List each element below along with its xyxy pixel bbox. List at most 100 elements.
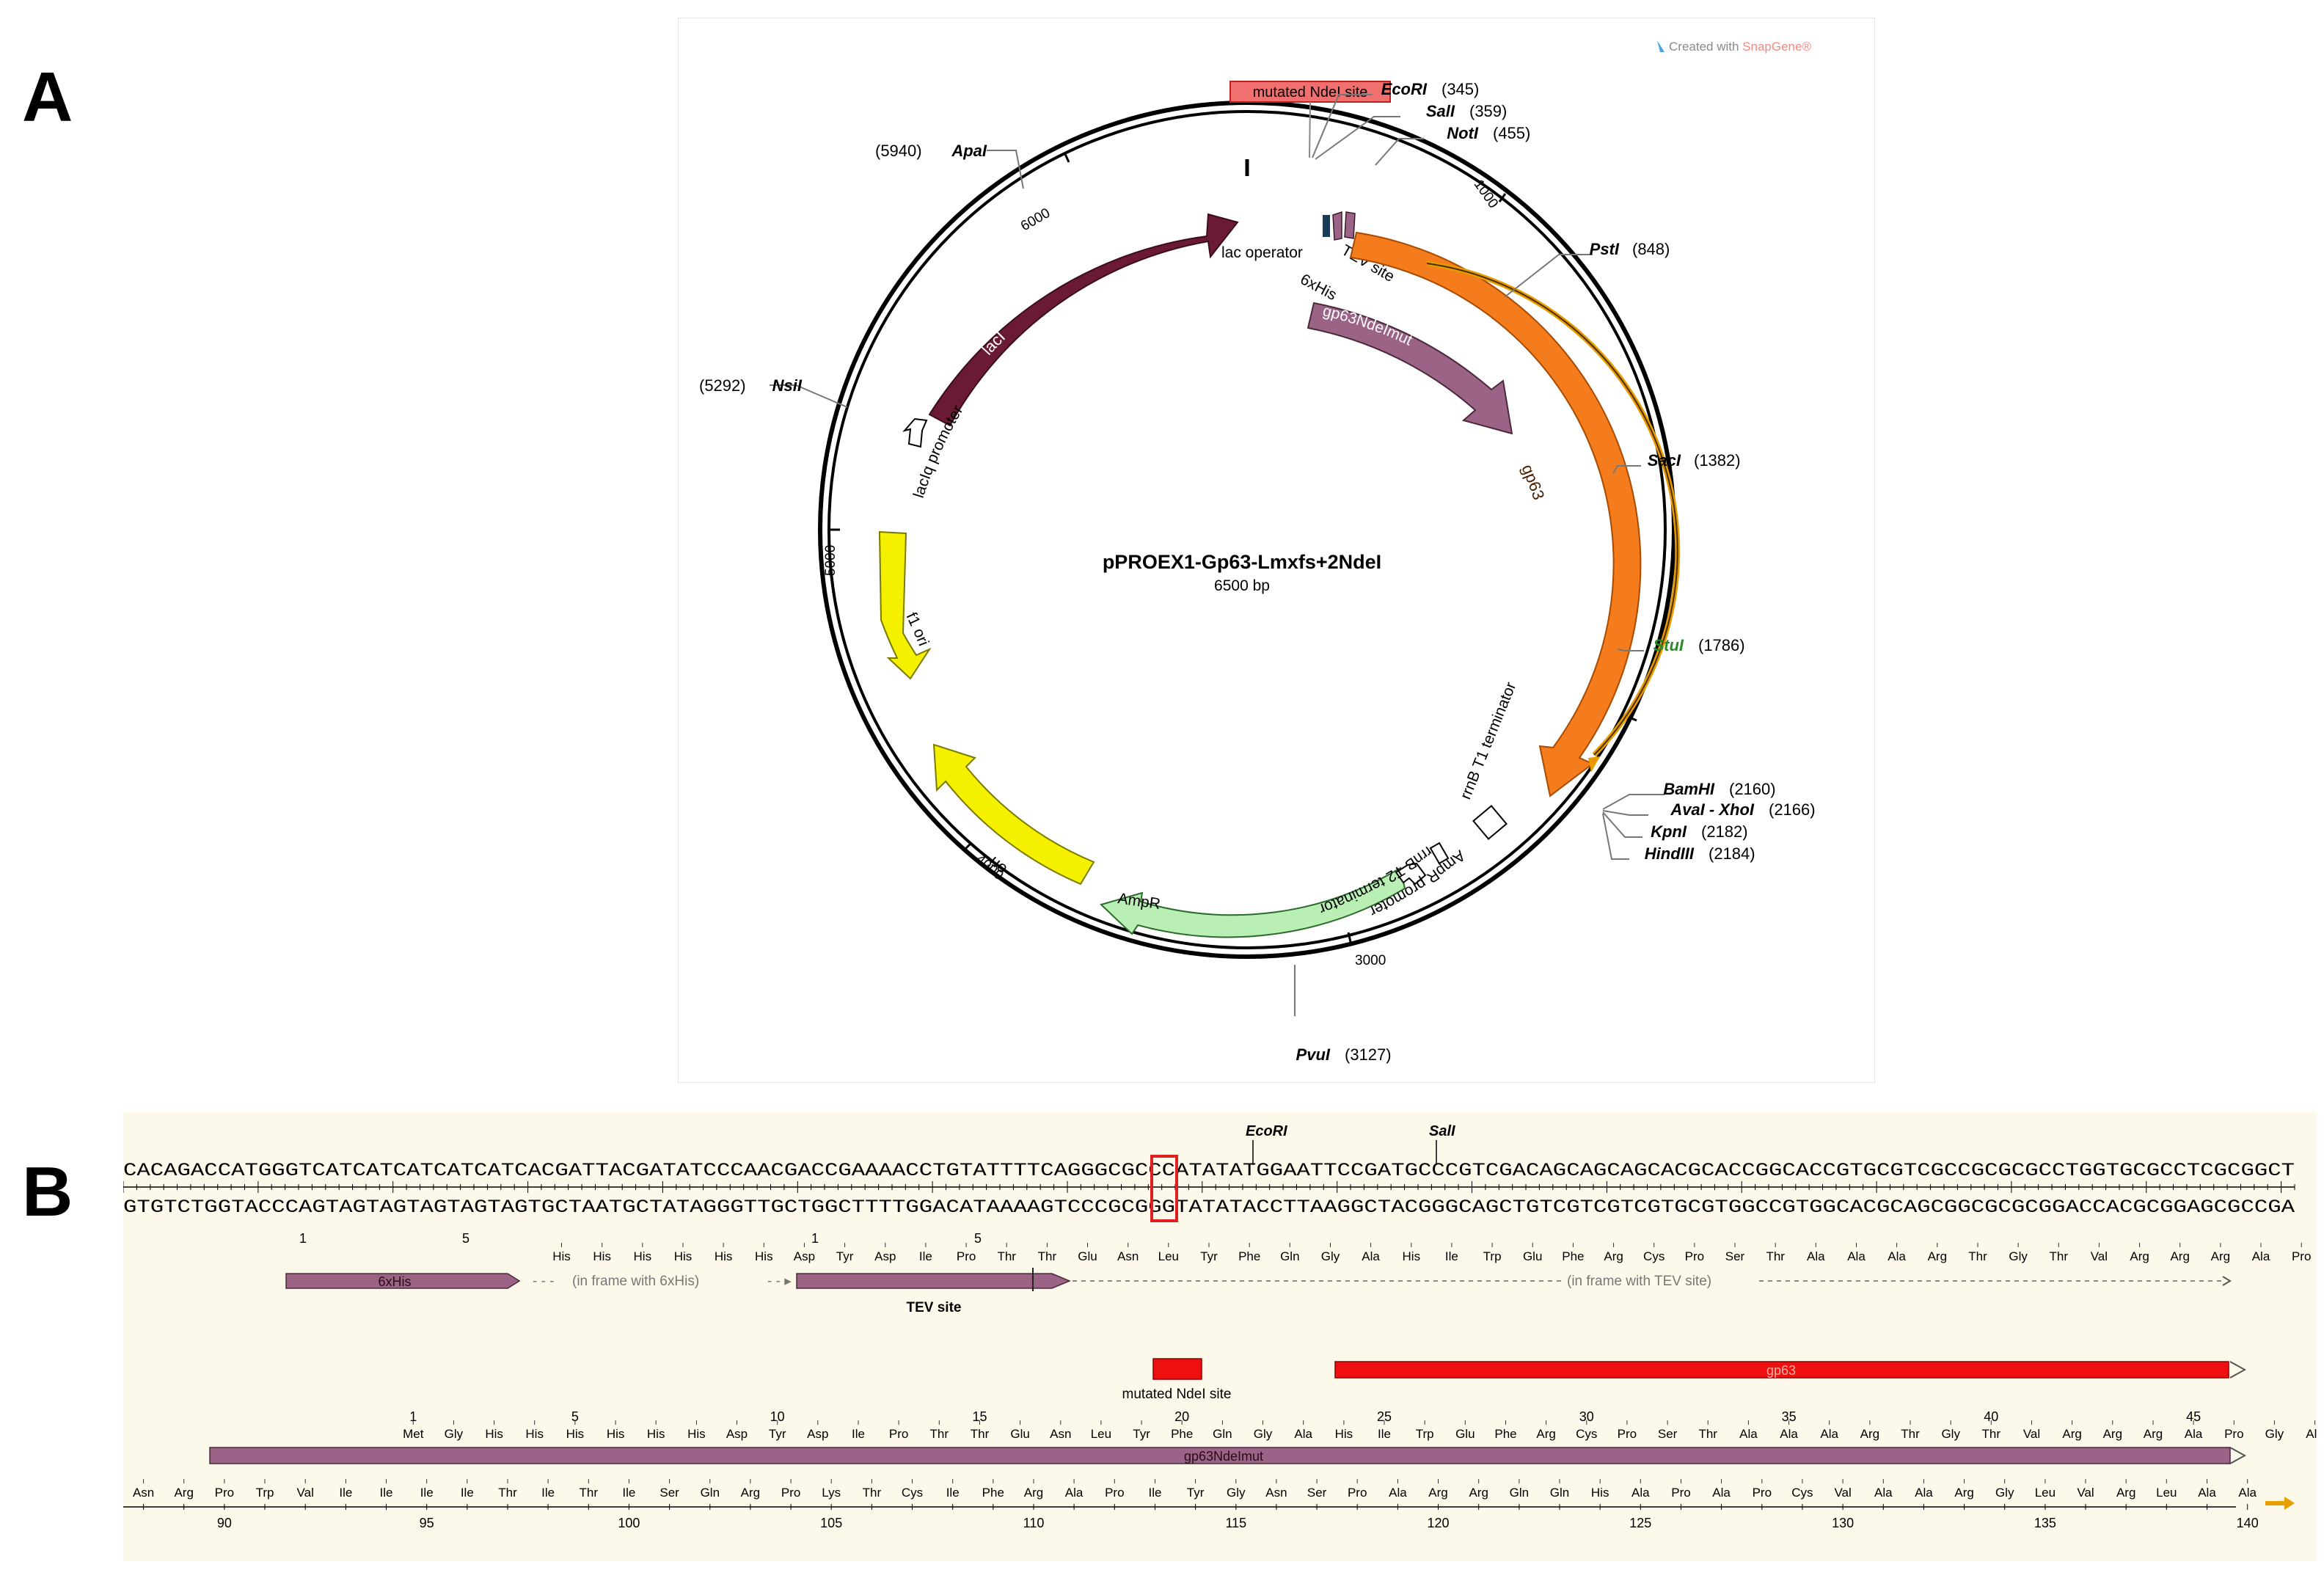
6xhis-label: 6xHis [1298,271,1340,304]
bottom-num: 140 [2237,1516,2259,1530]
frame1-aa: Arg [1928,1249,1947,1263]
bottom-aa: Tyr [1187,1486,1205,1500]
gp63mut-aa: His [1335,1427,1353,1441]
backbone-outer-circle [818,101,1676,959]
gp63mut-aa: Thr [930,1427,949,1441]
gp63mut-aa: Ala [2306,1427,2317,1441]
gp63mut-aa: Gly [2265,1427,2284,1441]
site-psti: PstI (848) [1590,240,1670,258]
frame1-aa: Pro [2292,1249,2311,1263]
site-pvui: PvuI (3127) [1296,1045,1392,1064]
bottom-aa: Val [1834,1486,1851,1500]
bottom-aa: Gln [701,1486,720,1500]
bottom-num: 105 [820,1516,842,1530]
gp63-orf-line [1426,263,1678,756]
gp63mut-aa: His [485,1427,503,1441]
frame1-aa: Tyr [836,1249,854,1263]
frame1-aa: Arg [2170,1249,2189,1263]
bottom-aa: Ile [339,1486,352,1500]
bottom-aa: Gly [1995,1486,2014,1500]
svg-text:PvuI: PvuI [1296,1045,1331,1064]
gp63mut-aa: Arg [2062,1427,2081,1441]
svg-text:5000: 5000 [823,545,838,576]
frame1-aa: Tyr [1200,1249,1218,1263]
frame1-aa: Val [2091,1249,2108,1263]
gp63mut-aa: Phe [1171,1427,1193,1441]
bottom-aa: Thr [863,1486,882,1500]
frame1-aa: Thr [1968,1249,1987,1263]
bottom-num: 125 [1629,1516,1651,1530]
gp63-bar [1334,1361,2229,1379]
dash-6xhis: - - - [533,1274,555,1289]
backbone-inner-circle [827,110,1667,949]
svg-text:NsiI: NsiI [772,376,803,395]
frame1-num-1: 1 [299,1231,307,1246]
bottom-aa: Gln [1550,1486,1569,1500]
frame1-aa: Ile [1445,1249,1458,1263]
bottom-aa: Ala [1389,1486,1407,1500]
bottom-aa: Arg [1469,1486,1488,1500]
bottom-aa: Thr [498,1486,517,1500]
snapgene-logo-icon [1657,40,1665,52]
bottom-aa: Arg [2116,1486,2135,1500]
svg-text:BamHI: BamHI [1663,780,1715,798]
gp63mut-num: 5 [571,1409,579,1424]
tick-5000: 5000 [823,528,840,576]
bottom-aa: Arg [1024,1486,1043,1500]
gp63mut-aa: Gly [1941,1427,1960,1441]
tev-feature-arrow [1344,211,1356,239]
gp63mut-num: 10 [770,1409,785,1424]
bottom-aa: Gln [1510,1486,1529,1500]
svg-text:(5940): (5940) [875,142,922,160]
gp63mut-aa: Ala [1294,1427,1312,1441]
bottom-aa: Ala [1631,1486,1650,1500]
mutated-site-leader [1309,101,1311,158]
in-frame-tev: (in frame with TEV site) [1567,1274,1711,1289]
svg-text:(3127): (3127) [1345,1045,1392,1064]
gp63mut-aa: Arg [1860,1427,1879,1441]
svg-text:(345): (345) [1441,80,1479,98]
sequence-view: EcoRI SalI CACAGACCATGGGTCATCATCATCATCAT… [123,1123,2324,1530]
gp63ndeimut-arrow [1307,302,1513,435]
svg-text:(1786): (1786) [1698,636,1745,654]
svg-text:ApaI: ApaI [951,142,987,160]
site-leaders [770,94,1665,1016]
frame1-aa: Phe [1238,1249,1260,1263]
svg-text:SalI: SalI [1426,102,1455,120]
bottom-num: 95 [420,1516,434,1530]
bottom-strand: GTGTCTGGTACCCAGTAGTAGTAGTAGTAGTGCTAATGCT… [123,1197,2295,1218]
credit-brand: SnapGene® [1742,40,1811,54]
frame1-aa: His [674,1249,693,1263]
bottom-num: 110 [1023,1516,1045,1530]
frame1-aa: His [715,1249,733,1263]
bottom-aa: Ala [1065,1486,1084,1500]
mutated-ndei-site-label: mutated NdeI site [1253,84,1368,101]
lac-operator-label: lac operator [1221,244,1303,261]
gp63mut-aa: Ala [1820,1427,1838,1441]
site-bamhi: BamHI (2160) [1663,780,1775,798]
bottom-aa: Lys [822,1486,841,1500]
panel-label-b: B [22,1153,73,1231]
frame1-aa: Thr [2050,1249,2069,1263]
gp63mut-aa: Ser [1658,1427,1678,1441]
plasmid-map-panel: Created with SnapGene® 1000 2000 3000 40… [678,18,1875,1083]
gp63mut-aa: Gln [1213,1427,1232,1441]
gp63mut-aa: Ala [1739,1427,1758,1441]
site-stui: StuI (1786) [1653,636,1744,654]
gp63mut-aa: Met [403,1427,424,1441]
gp63mut-aa: Trp [1416,1427,1434,1441]
tick-3000: 3000 [1347,932,1386,968]
frame1-aa: Asp [794,1249,815,1263]
gp63mut-num: 45 [2186,1409,2201,1424]
tev-frame-arrowhead [2222,1276,2232,1286]
seq-site-sali: SalI [1429,1123,1455,1165]
bottom-num: 115 [1225,1516,1246,1530]
site-nsii: (5292) NsiI [699,376,803,395]
frame1-aa: Leu [1158,1249,1179,1263]
frame1-aa: Pro [1685,1249,1704,1263]
gp63mut-num: 40 [1984,1409,1998,1424]
tev-site-bar [796,1273,1071,1289]
gp63mut-aa: Leu [1091,1427,1111,1441]
